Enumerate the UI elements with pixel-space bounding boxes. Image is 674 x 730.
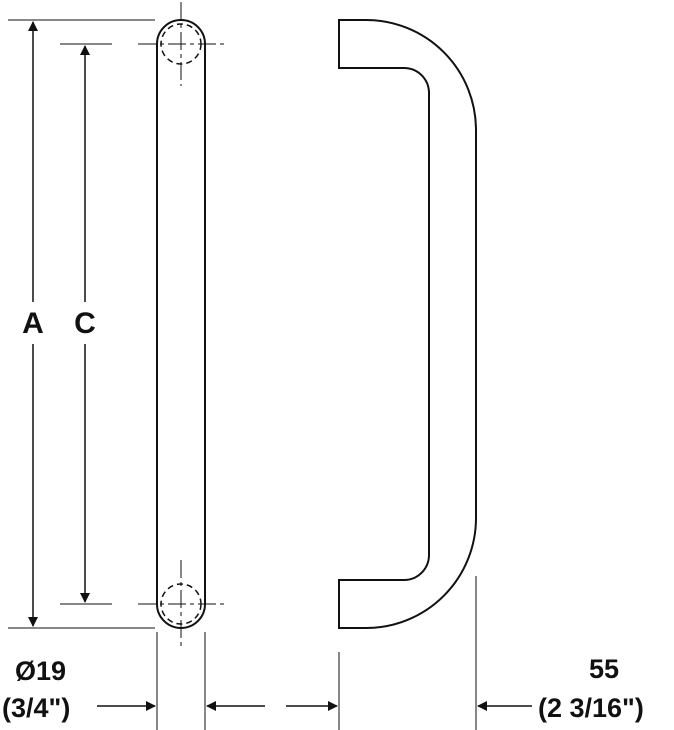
projection-label-inch: (2 3/16") [538,693,644,723]
dimension-diameter [97,632,265,730]
dimension-a-label: A [22,307,44,340]
dimension-c-label: C [74,307,96,340]
dimension-c [60,43,112,605]
front-view [138,2,224,646]
diameter-label-inch: (3/4") [2,693,70,723]
diameter-label-mm: Ø19 [15,656,66,686]
handle-side-profile [338,19,477,629]
dimension-projection [286,576,532,730]
handle-bar-front [156,19,206,629]
dimension-a [8,19,155,629]
projection-label-mm: 55 [589,654,619,684]
